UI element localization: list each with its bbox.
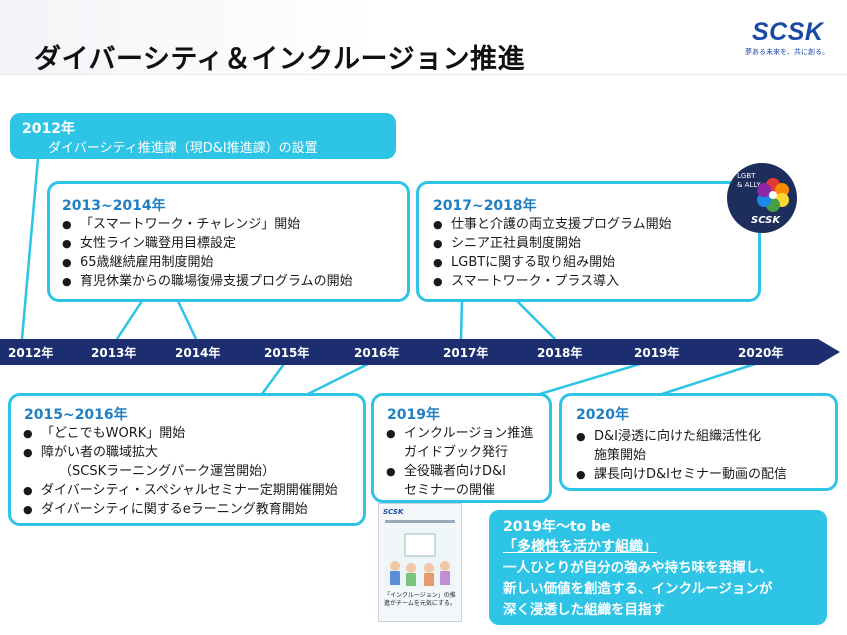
list-item: D&I浸透に向けた組織活性化 <box>574 427 787 446</box>
list-item: 障がい者の職域拡大 <box>21 443 338 462</box>
list-item: 全役職者向けD&I <box>384 462 533 481</box>
box-2015-2016: 2015~2016年 「どこでもWORK」開始 障がい者の職域拡大 （SCSKラ… <box>8 393 366 526</box>
tobe-line-1: 一人ひとりが自分の強みや持ち味を発揮し、 <box>503 556 773 576</box>
list-item-continuation: セミナーの開催 <box>384 481 533 500</box>
book-illustration-icon <box>385 528 455 588</box>
tobe-heading: 2019年～to be <box>503 516 611 536</box>
list-item: 育児休業からの職場復帰支援プログラムの開始 <box>60 272 353 291</box>
timeline-year: 2016年 <box>354 344 399 361</box>
book-logo: SCSK <box>383 508 403 516</box>
tobe-line-3: 深く浸透した組織を目指す <box>503 598 665 618</box>
timeline-year: 2017年 <box>443 344 488 361</box>
timeline-year: 2019年 <box>634 344 679 361</box>
tobe-line-2: 新しい価値を創造する、インクルージョンが <box>503 577 772 597</box>
box-2013-heading: 2013~2014年 <box>62 195 166 215</box>
box-2020-list: D&I浸透に向けた組織活性化 施策開始 課長向けD&Iセミナー動画の配信 <box>574 427 787 484</box>
box-2019: 2019年 インクルージョン推進 ガイドブック発行 全役職者向けD&I セミナー… <box>371 393 552 503</box>
box-2020-heading: 2020年 <box>576 404 629 424</box>
book-header-bar <box>385 520 455 523</box>
lgbt-ally-badge: LGBT & ALLY SCSK <box>727 163 797 233</box>
list-sub-note: （SCSKラーニングパーク運営開始） <box>21 462 338 481</box>
list-item: 女性ライン職登用目標設定 <box>60 234 353 253</box>
list-item: スマートワーク・プラス導入 <box>431 272 672 291</box>
tobe-subheading: 「多様性を活かす組織」 <box>503 536 657 556</box>
timeline-year: 2020年 <box>738 344 783 361</box>
guidebook-cover-image: SCSK 「インクルージョン」の推進がチームを元気にする。 <box>378 503 462 622</box>
box-2012-text: ダイバーシティ推進課（現D&I推進課）の設置 <box>48 137 318 156</box>
box-2015-list: 「どこでもWORK」開始 障がい者の職域拡大 （SCSKラーニングパーク運営開始… <box>21 424 338 519</box>
list-item: シニア正社員制度開始 <box>431 234 672 253</box>
box-2013-2014: 2013~2014年 「スマートワーク・チャレンジ」開始 女性ライン職登用目標設… <box>47 181 410 302</box>
box-2013-list: 「スマートワーク・チャレンジ」開始 女性ライン職登用目標設定 65歳継続雇用制度… <box>60 215 353 291</box>
timeline-year: 2015年 <box>264 344 309 361</box>
tobe-box: 2019年～to be 「多様性を活かす組織」 一人ひとりが自分の強みや持ち味を… <box>489 510 827 625</box>
list-item: 課長向けD&Iセミナー動画の配信 <box>574 465 787 484</box>
list-item: ダイバーシティに関するeラーニング教育開始 <box>21 500 338 519</box>
box-2017-list: 仕事と介護の両立支援プログラム開始 シニア正社員制度開始 LGBTに関する取り組… <box>431 215 672 291</box>
box-2017-heading: 2017~2018年 <box>433 195 537 215</box>
list-item-continuation: ガイドブック発行 <box>384 443 533 462</box>
list-item: インクルージョン推進 <box>384 424 533 443</box>
box-2012: 2012年 ダイバーシティ推進課（現D&I推進課）の設置 <box>10 113 396 159</box>
box-2017-2018: 2017~2018年 仕事と介護の両立支援プログラム開始 シニア正社員制度開始 … <box>416 181 761 302</box>
timeline-year: 2013年 <box>91 344 136 361</box>
box-2020: 2020年 D&I浸透に向けた組織活性化 施策開始 課長向けD&Iセミナー動画の… <box>559 393 838 491</box>
box-2019-list: インクルージョン推進 ガイドブック発行 全役職者向けD&I セミナーの開催 <box>384 424 533 500</box>
timeline-year: 2012年 <box>8 344 53 361</box>
box-2012-heading: 2012年 <box>22 118 75 138</box>
timeline-year: 2018年 <box>537 344 582 361</box>
rainbow-flower-icon <box>753 175 793 215</box>
timeline-year: 2014年 <box>175 344 220 361</box>
list-item: 「スマートワーク・チャレンジ」開始 <box>60 215 353 234</box>
list-item: 65歳継続雇用制度開始 <box>60 253 353 272</box>
list-item: LGBTに関する取り組み開始 <box>431 253 672 272</box>
box-2019-heading: 2019年 <box>387 404 440 424</box>
box-2015-heading: 2015~2016年 <box>24 404 128 424</box>
list-item-continuation: 施策開始 <box>574 446 787 465</box>
list-item: 「どこでもWORK」開始 <box>21 424 338 443</box>
list-item: 仕事と介護の両立支援プログラム開始 <box>431 215 672 234</box>
list-item: ダイバーシティ・スペシャルセミナー定期開催開始 <box>21 481 338 500</box>
timeline-labels: 2012年 2013年 2014年 2015年 2016年 2017年 2018… <box>0 339 840 365</box>
book-caption: 「インクルージョン」の推進がチームを元気にする。 <box>384 592 456 608</box>
badge-logo: SCSK <box>751 215 780 226</box>
